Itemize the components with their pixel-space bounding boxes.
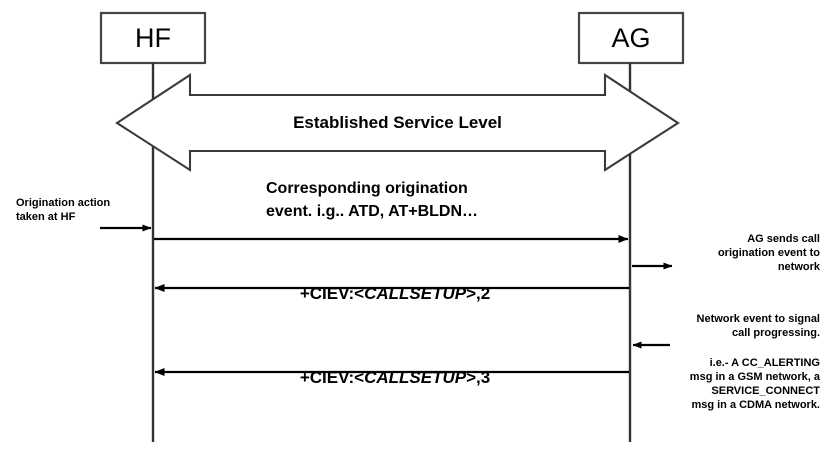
- message-label-2-prefix: +CIEV:<: [299, 284, 365, 303]
- note-left-action: Origination action taken at HF: [16, 197, 111, 223]
- message-label-3-prefix: +CIEV:<: [299, 368, 365, 387]
- message-label-3: +CIEV:<CALLSETUP>,3: [250, 348, 540, 388]
- note-origination-event: Corresponding origination event. i.g.. A…: [266, 180, 479, 220]
- actor-label-hf: HF: [135, 23, 171, 53]
- established-service-level-banner: [115, 73, 680, 172]
- note-network-event: Network event to signal call progressing…: [696, 313, 820, 339]
- actor-label-ag: AG: [611, 23, 651, 53]
- message-label-2-italic: CALLSETUP: [364, 284, 467, 303]
- note-ag-sends: AG sends call origination event to netwo…: [717, 233, 820, 273]
- actor-box-hf: [99, 11, 207, 65]
- banner-label: Established Service Level: [293, 113, 502, 132]
- actor-box-ag: [577, 11, 685, 65]
- message-label-2-suffix: >,2: [466, 284, 491, 303]
- message-label-3-suffix: >,3: [466, 368, 491, 387]
- message-label-3-italic: CALLSETUP: [364, 368, 467, 387]
- note-network-example: i.e.- A CC_ALERTING msg in a GSM network…: [689, 357, 820, 411]
- message-label-2: +CIEV:<CALLSETUP>,2: [250, 264, 540, 304]
